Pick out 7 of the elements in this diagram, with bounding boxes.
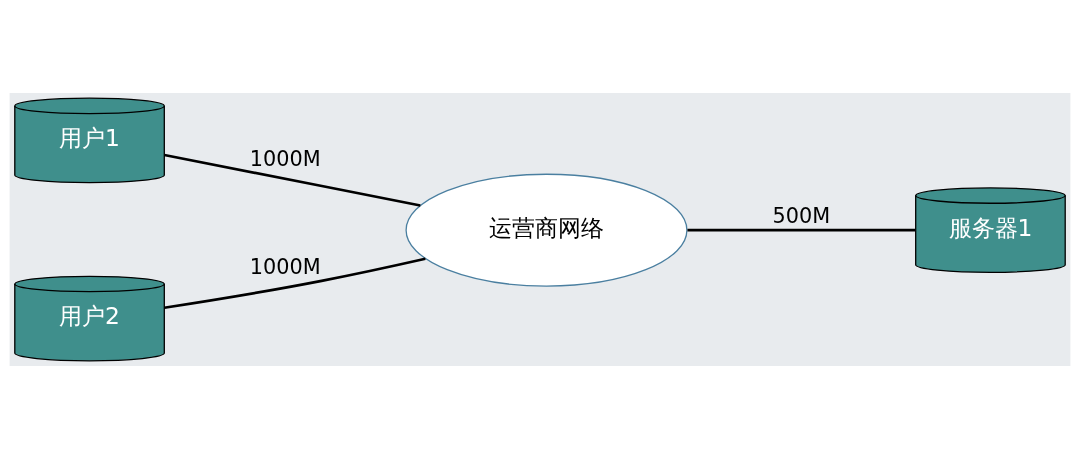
edge-label: 1000M <box>249 255 321 280</box>
edge-label: 500M <box>772 204 831 229</box>
node-ellipse: 运营商网络 <box>405 173 688 287</box>
edge-label: 1000M <box>249 147 321 172</box>
connector <box>687 228 916 232</box>
connector <box>164 257 426 309</box>
connector <box>164 153 421 207</box>
